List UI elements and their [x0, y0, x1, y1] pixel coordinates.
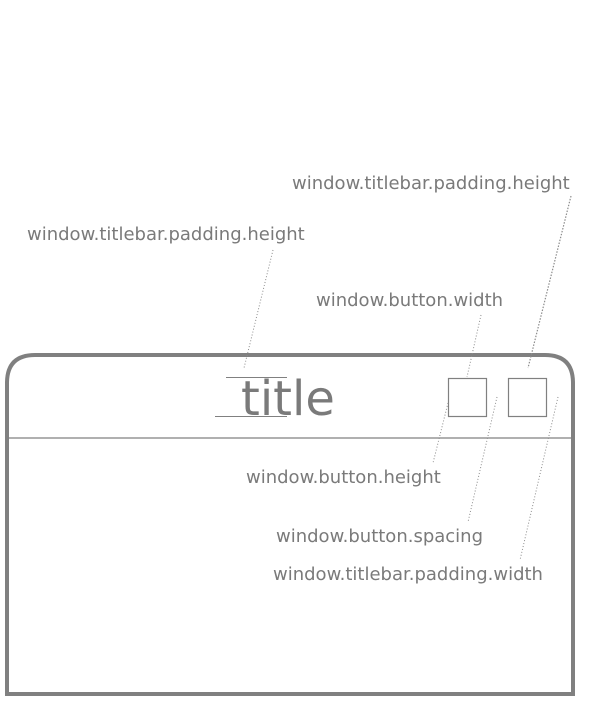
leader-button-height: [432, 402, 449, 464]
window-frame: [5, 353, 575, 696]
window-button-second[interactable]: [507, 377, 548, 418]
window-title: title: [241, 371, 335, 427]
label-titlebar-padding-height-top: window.titlebar.padding.height: [292, 173, 570, 194]
leader-titlebar-padding-width: [519, 396, 559, 561]
leader-titlebar-padding-height-top: [527, 195, 572, 369]
label-titlebar-padding-width: window.titlebar.padding.width: [273, 564, 543, 585]
label-button-height: window.button.height: [246, 467, 441, 488]
leader-titlebar-padding-height-left: [243, 249, 274, 369]
label-button-width: window.button.width: [316, 290, 503, 311]
window-button-first[interactable]: [447, 377, 488, 418]
label-titlebar-padding-height-left: window.titlebar.padding.height: [27, 224, 305, 245]
leader-button-width: [466, 314, 482, 378]
leader-button-spacing: [467, 396, 498, 523]
label-button-spacing: window.button.spacing: [276, 526, 483, 547]
